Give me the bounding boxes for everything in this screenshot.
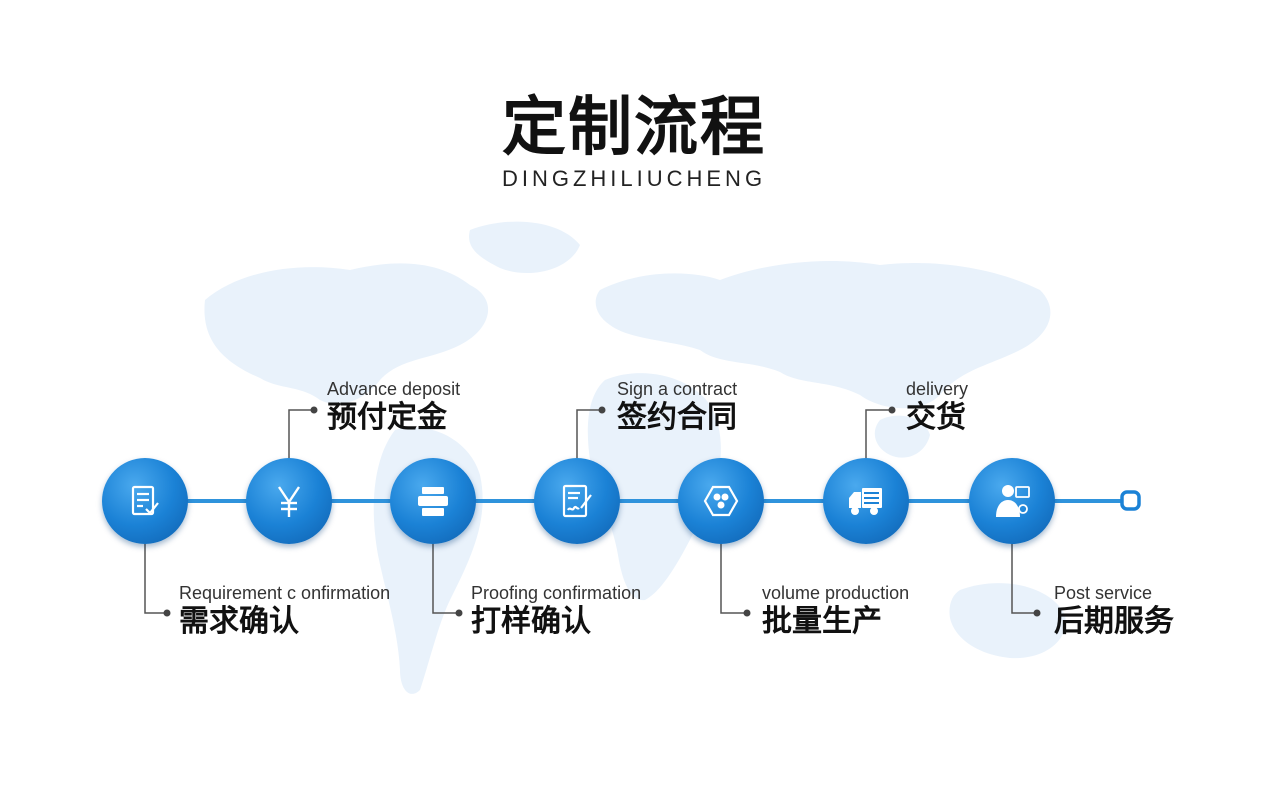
step-4-label-zh: 签约合同 — [617, 400, 737, 435]
leader-dot — [888, 406, 896, 414]
service-person-icon — [996, 485, 1030, 517]
leader-step-7 — [1011, 544, 1035, 614]
step-6-label: delivery 交货 — [906, 378, 968, 436]
step-2-label-en: Advance deposit — [327, 379, 461, 399]
leader-step-5 — [720, 544, 745, 614]
step-7-label-zh: 后期服务 — [1054, 604, 1174, 639]
document-check-icon — [131, 485, 159, 516]
step-3-label: Proofing confirmation 打样确认 — [471, 582, 641, 640]
step-2-label: Advance deposit 预付定金 — [327, 378, 460, 436]
step-7-label-en: Post service — [1054, 583, 1153, 603]
step-1-label: Requirement c onfirmation 需求确认 — [179, 582, 390, 640]
step-5-label-zh: 批量生产 — [762, 604, 882, 639]
step-5-label: volume production 批量生产 — [762, 582, 909, 640]
step-6-label-zh: 交货 — [906, 400, 966, 435]
step-2-label-zh: 预付定金 — [327, 400, 447, 435]
step-1-label-en: Requirement c onfirmation — [179, 583, 391, 603]
step-1-label-zh: 需求确认 — [179, 604, 299, 639]
printer-icon — [418, 487, 448, 516]
leader-step-3 — [432, 544, 457, 614]
step-3-proofing — [390, 458, 476, 544]
production-icon — [703, 485, 739, 517]
step-6-label-en: delivery — [906, 379, 969, 399]
step-4-contract — [534, 458, 620, 544]
leader-dot — [310, 406, 318, 414]
leader-step-2 — [288, 409, 312, 458]
page-title: 定制流程 — [502, 91, 766, 165]
step-2-deposit — [246, 458, 332, 544]
step-3-label-en: Proofing confirmation — [471, 583, 642, 603]
leader-dot — [743, 609, 751, 617]
step-1-requirement — [102, 458, 188, 544]
leader-step-4 — [576, 409, 600, 458]
leader-step-1 — [144, 544, 165, 614]
leader-dot — [163, 609, 171, 617]
leader-dot — [455, 609, 463, 617]
leader-dot — [598, 406, 606, 414]
step-3-label-zh: 打样确认 — [471, 604, 591, 639]
timeline-end-node — [1120, 490, 1141, 511]
page-subtitle: DINGZHILIUCHENG — [501, 166, 767, 191]
step-4-label: Sign a contract 签约合同 — [617, 378, 737, 436]
step-5-label-en: volume production — [762, 583, 910, 603]
truck-icon — [849, 488, 882, 515]
step-4-label-en: Sign a contract — [617, 379, 738, 399]
step-7-label: Post service 后期服务 — [1054, 582, 1174, 640]
step-7-service — [969, 458, 1055, 544]
step-6-delivery — [823, 458, 909, 544]
contract-sign-icon — [562, 484, 592, 518]
yen-icon — [278, 486, 300, 517]
leader-dot — [1033, 609, 1041, 617]
leader-step-6 — [865, 409, 890, 458]
step-5-production — [678, 458, 764, 544]
